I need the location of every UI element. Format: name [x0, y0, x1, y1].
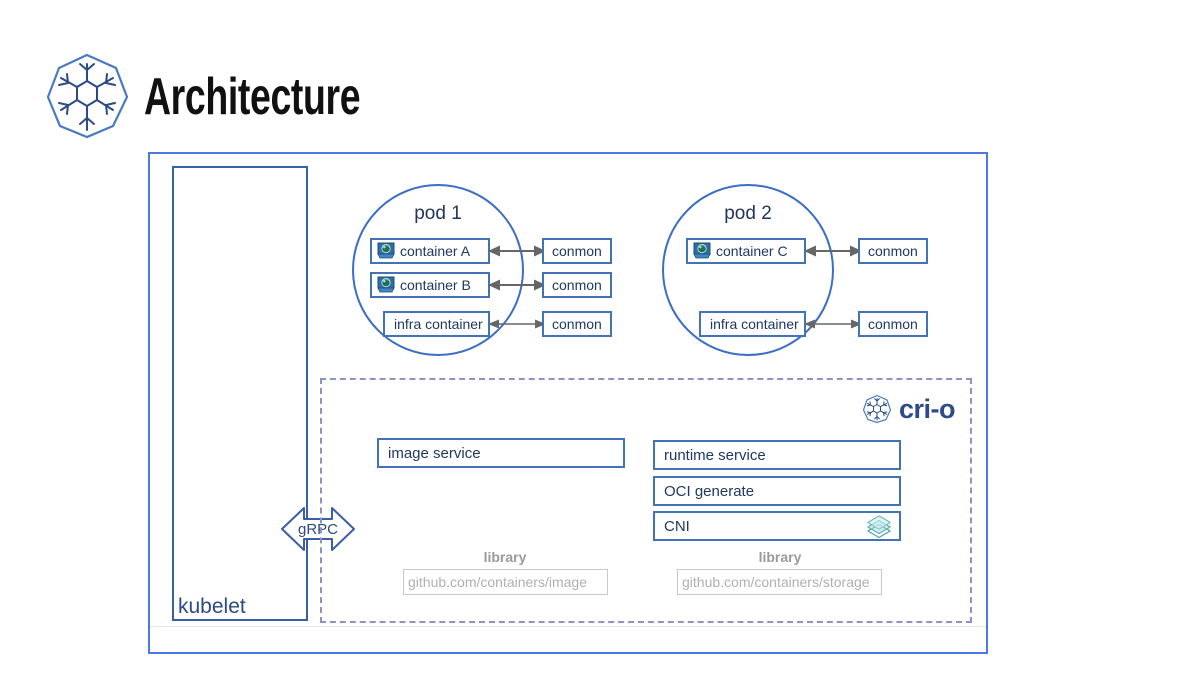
conmon-label: conmon [552, 316, 602, 332]
conmon-container-c-box[interactable]: conmon [858, 238, 928, 264]
arrow-container-c-conmon-icon [804, 242, 862, 260]
container-monitor-icon [376, 276, 396, 294]
cni-label: CNI [664, 517, 690, 535]
conmon-pod2-infra-box[interactable]: conmon [858, 311, 928, 337]
conmon-pod1-infra-box[interactable]: conmon [542, 311, 612, 337]
container-b-box[interactable]: container B [370, 272, 490, 298]
pod-1-infra-container-label: infra container [394, 316, 483, 332]
pod-1-boundary [352, 184, 524, 356]
arrow-pod2-infra-conmon-icon [804, 315, 862, 333]
container-monitor-icon [376, 242, 396, 260]
library-repo-storage-box[interactable]: github.com/containers/storage [677, 569, 882, 595]
library-repo-image-box[interactable]: github.com/containers/image [403, 569, 608, 595]
container-monitor-icon [692, 242, 712, 260]
container-b-label: container B [400, 277, 471, 293]
pod-1-infra-container-box[interactable]: infra container [383, 311, 490, 337]
pod-2-infra-container-label: infra container [710, 316, 799, 332]
pod-2-boundary [662, 184, 834, 356]
crio-brand-label: cri-o [899, 393, 956, 424]
arrow-container-a-conmon-icon [488, 242, 546, 260]
diagram-inner-divider [150, 626, 986, 627]
arrow-pod1-infra-conmon-icon [488, 315, 546, 333]
grpc-double-arrow-connector-icon [278, 498, 358, 560]
container-c-label: container C [716, 243, 788, 259]
pod-2-infra-container-box[interactable]: infra container [699, 311, 806, 337]
runtime-service-label: runtime service [664, 446, 766, 464]
oci-generate-box[interactable]: OCI generate [653, 476, 901, 506]
container-a-box[interactable]: container A [370, 238, 490, 264]
page-header: Architecture [44, 52, 744, 144]
image-service-label: image service [388, 444, 481, 462]
library-caption-image: library [483, 549, 527, 565]
arrow-container-b-conmon-icon [488, 276, 546, 294]
oci-generate-label: OCI generate [664, 482, 755, 500]
container-a-label: container A [400, 243, 471, 259]
conmon-label: conmon [868, 243, 918, 259]
crio-snowflake-heptagon-icon [44, 52, 130, 140]
crio-snowflake-heptagon-icon [862, 394, 892, 424]
pod-2-label: pod 2 [724, 203, 772, 224]
library-repo-image-label: github.com/containers/image [408, 574, 587, 590]
kubelet-label: kubelet [178, 595, 246, 618]
image-service-box[interactable]: image service [377, 438, 625, 468]
runtime-service-box[interactable]: runtime service [653, 440, 901, 470]
crio-boundary [320, 378, 972, 623]
conmon-label: conmon [552, 243, 602, 259]
cni-box[interactable]: CNI [653, 511, 901, 541]
cni-layers-diamond-icon [865, 513, 893, 539]
page-title: Architecture [144, 68, 361, 126]
container-c-box[interactable]: container C [686, 238, 806, 264]
pod-1-label: pod 1 [414, 203, 462, 224]
conmon-container-a-box[interactable]: conmon [542, 238, 612, 264]
crio-brand: cri-o [862, 392, 972, 426]
library-repo-storage-label: github.com/containers/storage [682, 574, 870, 590]
kubelet-box [172, 166, 308, 621]
conmon-label: conmon [868, 316, 918, 332]
conmon-label: conmon [552, 277, 602, 293]
conmon-container-b-box[interactable]: conmon [542, 272, 612, 298]
library-caption-storage: library [758, 549, 802, 565]
